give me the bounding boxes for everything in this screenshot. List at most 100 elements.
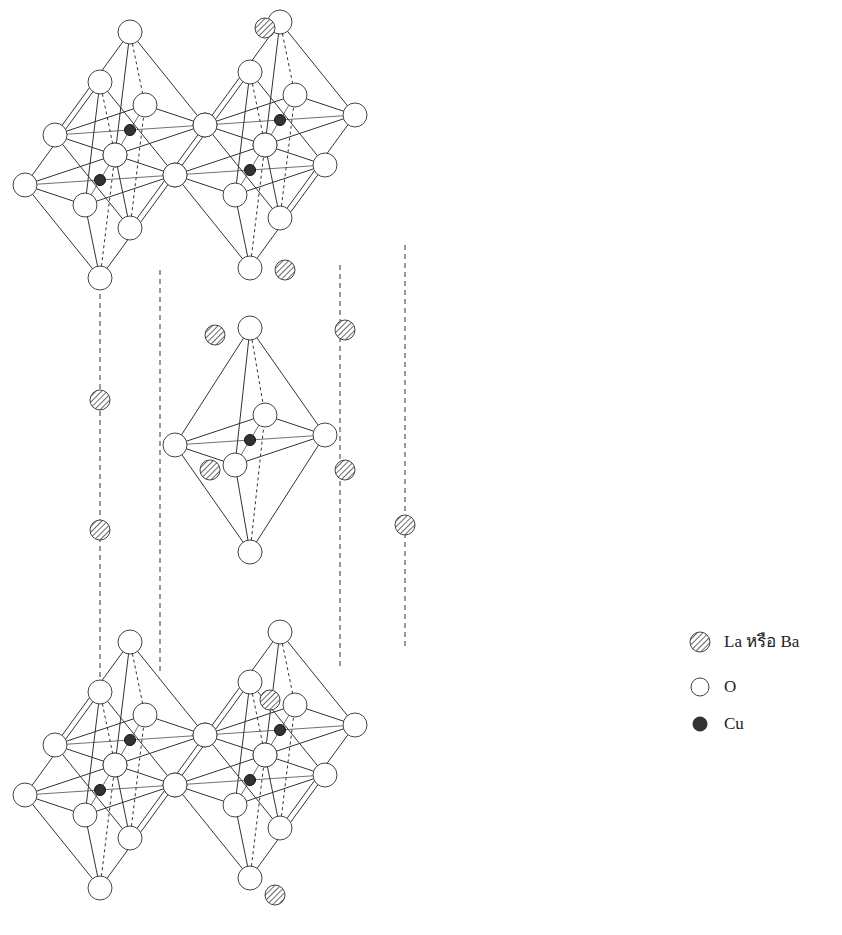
cell-edge xyxy=(405,245,406,650)
la-ba-atom xyxy=(275,260,295,280)
bond-line xyxy=(205,725,355,735)
oxygen-atom xyxy=(118,826,142,850)
oxygen-atom xyxy=(103,143,127,167)
cell-edge xyxy=(100,155,115,278)
oxygen-atom xyxy=(268,816,292,840)
oxygen-atom xyxy=(238,256,262,280)
bond-line xyxy=(250,775,325,878)
oxygen-atom xyxy=(238,316,262,340)
oxygen-atom xyxy=(343,713,367,737)
oxygen-atom xyxy=(223,793,247,817)
bond-line xyxy=(250,72,325,165)
oxygen-atom xyxy=(253,403,277,427)
oxygen-atom xyxy=(88,680,112,704)
bond-line xyxy=(130,32,205,125)
oxygen-atom xyxy=(313,763,337,787)
bond-line xyxy=(235,682,250,805)
bond-line xyxy=(55,125,205,135)
bond-line xyxy=(175,145,265,175)
bond-line xyxy=(250,435,325,552)
bond-line xyxy=(25,185,100,278)
copper-atom xyxy=(125,125,136,136)
cell-edge xyxy=(130,715,145,838)
cell-edge xyxy=(160,270,161,675)
bond-line xyxy=(280,22,355,115)
la-ba-atom xyxy=(335,460,355,480)
bond-line xyxy=(235,435,325,465)
oxygen-atom xyxy=(193,723,217,747)
la-ba-atom xyxy=(260,690,280,710)
bond-line xyxy=(175,175,250,268)
bond-line xyxy=(250,165,325,268)
bond-line xyxy=(205,632,280,735)
oxygen-atom xyxy=(118,216,142,240)
bond-line xyxy=(175,72,250,175)
oxygen-atom xyxy=(88,266,112,290)
copper-atom xyxy=(275,115,286,126)
cell-edge xyxy=(100,285,101,690)
unit-cell-lines xyxy=(25,22,405,888)
oxygen-atom xyxy=(223,183,247,207)
la-ba-atom xyxy=(90,520,110,540)
la-ba-atom xyxy=(90,390,110,410)
oxygen-atom xyxy=(118,630,142,654)
bond-line xyxy=(55,735,205,745)
bond-line xyxy=(100,785,175,888)
oxygen-atom xyxy=(193,113,217,137)
bond-line xyxy=(55,135,130,228)
copper-swatch xyxy=(693,717,707,731)
legend-label: Cu xyxy=(724,714,744,734)
bond-line xyxy=(235,775,325,805)
oxygen-atom xyxy=(268,206,292,230)
oxygen-atom xyxy=(253,133,277,157)
legend-label: O xyxy=(724,677,736,697)
oxygen-atom xyxy=(88,70,112,94)
cell-edge xyxy=(250,145,265,268)
oxygen-atom xyxy=(163,433,187,457)
oxygen-atom xyxy=(73,803,97,827)
legend-label: La หรือ Ba xyxy=(724,632,799,652)
cell-edge xyxy=(250,328,265,415)
bond-line xyxy=(130,642,205,735)
copper-atom xyxy=(275,725,286,736)
bond-line xyxy=(85,692,100,815)
oxygen-atom xyxy=(163,163,187,187)
bond-line xyxy=(25,795,100,888)
bond-line xyxy=(100,175,175,278)
copper-atom xyxy=(245,435,256,446)
copper-atom xyxy=(245,165,256,176)
bond-line xyxy=(115,642,130,765)
bond-line xyxy=(250,328,325,435)
la-ba-swatch xyxy=(690,632,710,652)
bond-line xyxy=(115,125,205,155)
bond-line xyxy=(280,115,355,218)
bond-line xyxy=(205,705,295,735)
bond-line xyxy=(100,82,175,175)
bond-line xyxy=(115,735,205,765)
bond-line xyxy=(115,32,130,155)
bond-line xyxy=(235,465,250,552)
oxygen-atom xyxy=(103,753,127,777)
oxygen-atom xyxy=(223,453,247,477)
oxygen-swatch xyxy=(691,678,709,696)
bond-line xyxy=(85,175,175,205)
bond-line xyxy=(235,165,325,195)
bond-line xyxy=(265,22,280,145)
la-ba-atom xyxy=(255,18,275,38)
bond-line xyxy=(175,435,325,445)
bond-line xyxy=(55,715,145,745)
bond-line xyxy=(25,175,175,185)
bond-line xyxy=(25,765,115,795)
legend-swatches xyxy=(690,632,710,731)
cell-edge xyxy=(100,765,115,888)
oxygen-atom xyxy=(103,143,127,167)
bond-line xyxy=(25,155,115,185)
la-ba-atom xyxy=(205,325,225,345)
oxygen-atom xyxy=(253,133,277,157)
bond-line xyxy=(205,115,355,125)
oxygen-atom xyxy=(268,620,292,644)
oxygen-atom xyxy=(43,123,67,147)
atoms xyxy=(13,10,415,905)
bond-line xyxy=(85,785,175,815)
